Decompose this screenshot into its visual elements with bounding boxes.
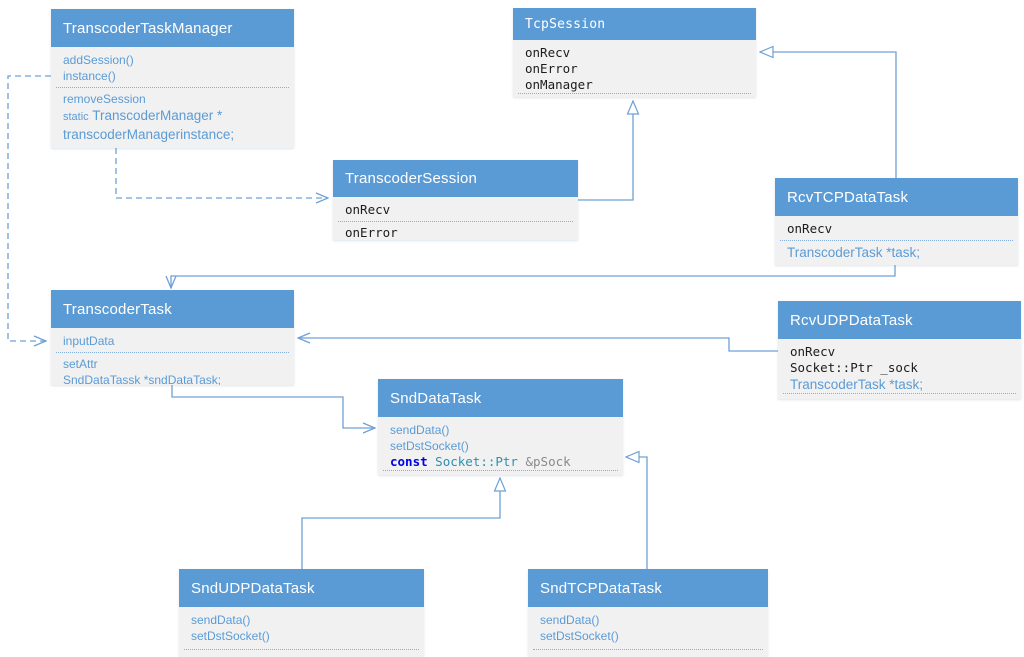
- member-addsession: addSession(): [63, 53, 134, 67]
- member-setdstsocket: setDstSocket(): [540, 629, 619, 643]
- class-body: sendData() setDstSocket(): [528, 607, 768, 657]
- class-header: SndTCPDataTask: [528, 569, 768, 607]
- member-setdstsocket: setDstSocket(): [390, 439, 469, 453]
- member-onrecv: onRecv: [790, 344, 836, 359]
- class-title: TranscoderTaskManager: [63, 19, 233, 37]
- class-body: addSession() instance() removeSession st…: [51, 47, 294, 148]
- member-static-ptr: static TranscoderManager *: [51, 107, 294, 126]
- static-keyword: static: [63, 111, 89, 123]
- class-box-sndtcpdatatask[interactable]: SndTCPDataTask sendData() setDstSocket(): [528, 569, 768, 657]
- class-box-rcvudpdatatask[interactable]: RcvUDPDataTask onRecv Socket::Ptr _sock …: [778, 301, 1021, 399]
- member-instance-field: transcoderManagerinstance;: [63, 127, 235, 142]
- member-onerror: onError: [345, 225, 398, 240]
- member-senddata: sendData(): [191, 613, 251, 627]
- association-transcodertask-to-snddatatask: [171, 385, 375, 428]
- member-onrecv: onRecv: [345, 202, 391, 217]
- dependency-manager-to-transcodertask: [7, 75, 51, 341]
- member-setattr: setAttr: [63, 357, 98, 371]
- class-header: TcpSession: [513, 8, 756, 40]
- class-box-transcodertaskmanager[interactable]: TranscoderTaskManager addSession() insta…: [51, 9, 294, 148]
- psock-param: &pSock: [525, 454, 571, 469]
- class-header: TranscoderTaskManager: [51, 9, 294, 47]
- member-separator: [383, 470, 618, 471]
- member-snddatatask-field: SndDataTassk *sndDataTask;: [63, 373, 222, 385]
- socket-ptr-type: Socket::Ptr: [435, 454, 518, 469]
- class-body: onRecv Socket::Ptr _sock TranscoderTask …: [778, 339, 1021, 399]
- dependency-manager-to-transcodersession: [115, 148, 328, 198]
- member-sock-field: Socket::Ptr _sock: [790, 360, 918, 375]
- class-title: TcpSession: [525, 16, 606, 32]
- class-box-snddatatask[interactable]: SndDataTask sendData() setDstSocket() co…: [378, 379, 623, 475]
- class-header: SndDataTask: [378, 379, 623, 417]
- member-separator: [780, 240, 1013, 241]
- association-rcvtcpdatatask-to-transcodertask: [171, 265, 896, 288]
- static-type: TranscoderManager *: [92, 108, 223, 123]
- class-header: TranscoderTask: [51, 290, 294, 328]
- member-onrecv: onRecv: [787, 221, 833, 236]
- member-removesession: removeSession: [63, 92, 146, 106]
- class-title: TranscoderTask: [63, 300, 172, 318]
- class-body: onRecv onError onManager: [513, 40, 756, 97]
- class-box-transcodertask[interactable]: TranscoderTask inputData setAttr SndData…: [51, 290, 294, 385]
- class-header: SndUDPDataTask: [179, 569, 424, 607]
- class-title: SndTCPDataTask: [540, 579, 663, 597]
- member-separator: [338, 221, 573, 222]
- class-header: RcvTCPDataTask: [775, 178, 1018, 216]
- member-senddata: sendData(): [540, 613, 600, 627]
- member-onmanager: onManager: [525, 77, 593, 92]
- inheritance-transcodersession-to-tcpsession: [578, 101, 633, 201]
- class-body: sendData() setDstSocket(): [179, 607, 424, 657]
- member-onrecv: onRecv: [525, 45, 571, 60]
- class-box-transcodersession[interactable]: TranscoderSession onRecv onError: [333, 160, 578, 240]
- member-instance: instance(): [63, 69, 116, 83]
- class-box-sndudpdatatask[interactable]: SndUDPDataTask sendData() setDstSocket(): [179, 569, 424, 657]
- class-body: onRecv TranscoderTask *task;: [775, 216, 1018, 265]
- class-body: onRecv onError: [333, 197, 578, 240]
- const-keyword: const: [390, 454, 428, 469]
- class-title: TranscoderSession: [345, 170, 478, 187]
- class-title: SndUDPDataTask: [191, 579, 315, 597]
- member-separator: [518, 93, 751, 94]
- class-title: RcvUDPDataTask: [790, 311, 913, 329]
- class-title: RcvTCPDataTask: [787, 188, 909, 206]
- member-setdstsocket: setDstSocket(): [191, 629, 270, 643]
- member-task-field: TranscoderTask *task;: [787, 245, 921, 260]
- member-separator: [56, 352, 289, 353]
- class-box-tcpsession[interactable]: TcpSession onRecv onError onManager: [513, 8, 756, 97]
- class-body: inputData setAttr SndDataTassk *sndDataT…: [51, 328, 294, 385]
- inheritance-sndudpdatatask-to-snddatatask: [301, 478, 500, 569]
- inheritance-sndtcpdatatask-to-snddatatask: [626, 457, 648, 569]
- member-onerror: onError: [525, 61, 578, 76]
- member-separator: [783, 393, 1016, 394]
- member-separator: [56, 87, 289, 88]
- member-separator: [184, 649, 419, 650]
- association-rcvudpdatatask-to-transcodertask: [298, 338, 778, 352]
- class-title: SndDataTask: [390, 389, 482, 407]
- class-header: TranscoderSession: [333, 160, 578, 197]
- inheritance-rcvtcpdatatask-to-tcpsession: [760, 52, 897, 178]
- class-header: RcvUDPDataTask: [778, 301, 1021, 339]
- member-separator: [533, 649, 763, 650]
- class-body: sendData() setDstSocket() const Socket::…: [378, 417, 623, 475]
- member-task-field: TranscoderTask *task;: [790, 377, 924, 392]
- member-senddata: sendData(): [390, 423, 450, 437]
- member-inputdata: inputData: [63, 334, 115, 348]
- class-box-rcvtcpdatatask[interactable]: RcvTCPDataTask onRecv TranscoderTask *ta…: [775, 178, 1018, 265]
- member-psock-field: const Socket::Ptr &pSock: [378, 454, 623, 470]
